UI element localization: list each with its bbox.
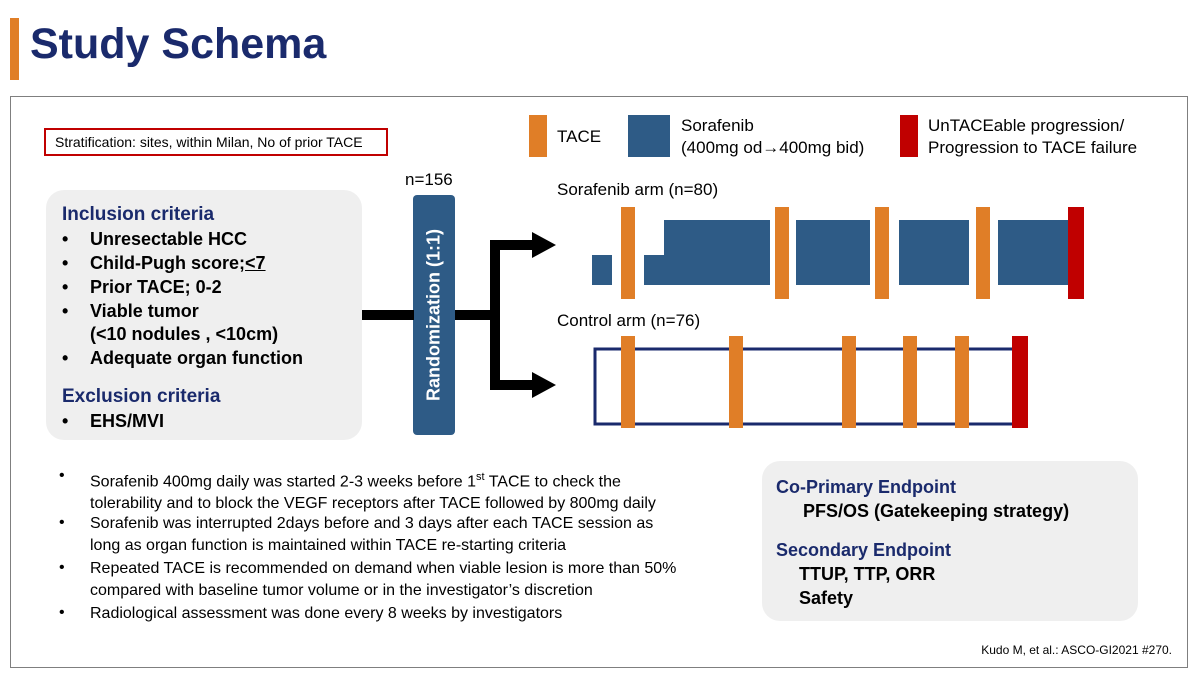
sorafenib-block — [592, 255, 612, 285]
inclusion-item: Adequate organ function — [90, 348, 303, 368]
note-text: Sorafenib was interrupted 2days before a… — [90, 515, 654, 532]
inclusion-item: Prior TACE; 0-2 — [90, 277, 222, 297]
fork-stem — [455, 310, 495, 320]
legend-tace-label: TACE — [557, 127, 602, 146]
primary-endpoint-value: PFS/OS (Gatekeeping strategy) — [803, 501, 1070, 521]
citation: Kudo M, et al.: ASCO-GI2021 #270. — [981, 643, 1172, 657]
tace-marker — [775, 207, 789, 299]
title-accent-bar — [10, 18, 19, 80]
progression-marker — [1068, 207, 1084, 299]
bullet: • — [62, 411, 69, 431]
primary-endpoint-heading: Co-Primary Endpoint — [776, 477, 957, 497]
criteria-box — [46, 190, 362, 440]
sorafenib-arm-label: Sorafenib arm (n=80) — [557, 180, 719, 199]
child-pugh-value: <7 — [245, 253, 266, 273]
arrow-head-upper — [532, 232, 556, 258]
note-text: Radiological assessment was done every 8… — [90, 605, 563, 622]
secondary-endpoint-value: TTUP, TTP, ORR — [799, 564, 936, 584]
secondary-endpoint-value: Safety — [799, 588, 854, 608]
tace-marker — [621, 207, 635, 299]
tace-marker — [955, 336, 969, 428]
fork-upper-line — [490, 240, 535, 250]
randomization-bar: Randomization (1:1) — [413, 195, 455, 435]
tace-marker — [903, 336, 917, 428]
stratification-box: Stratification: sites, within Milan, No … — [44, 128, 388, 156]
note-text: TACE to check the — [484, 473, 621, 491]
page-title: Study Schema — [30, 20, 327, 68]
bullet: • — [59, 559, 65, 576]
exclusion-heading: Exclusion criteria — [62, 386, 221, 407]
arrow-head-lower — [532, 372, 556, 398]
bullet: • — [59, 604, 65, 621]
child-pugh-label: Child-Pugh score; — [90, 253, 246, 273]
legend-progression-label: UnTACEable progression/Progression to TA… — [928, 115, 1137, 159]
bullet: • — [62, 301, 69, 321]
connector-line — [362, 310, 414, 320]
bullet: • — [62, 348, 69, 368]
note-superscript: st — [476, 471, 485, 483]
inclusion-item: Child-Pugh score;<7 — [90, 253, 266, 274]
sample-size-label: n=156 — [405, 170, 453, 189]
sorafenib-block — [644, 255, 664, 285]
legend-progression-swatch — [900, 115, 918, 157]
bullet: • — [62, 253, 69, 273]
fork-lower-line — [490, 380, 535, 390]
schema-frame — [10, 96, 1188, 668]
exclusion-item: EHS/MVI — [90, 411, 165, 431]
note-item: Sorafenib was interrupted 2days before a… — [90, 513, 770, 557]
bullet: • — [59, 467, 65, 484]
legend-tace-swatch — [529, 115, 547, 157]
note-text: long as organ function is maintained wit… — [90, 537, 567, 554]
note-item: Repeated TACE is recommended on demand w… — [90, 558, 770, 602]
legend-sorafenib-label: Sorafenib (400mg od→400mg bid) — [681, 115, 864, 159]
note-text: Sorafenib 400mg daily was started 2-3 we… — [90, 473, 476, 491]
tace-marker — [875, 207, 889, 299]
tace-marker — [842, 336, 856, 428]
note-text: tolerability and to block the VEGF recep… — [90, 495, 656, 513]
bullet: • — [62, 277, 69, 297]
sorafenib-block — [998, 220, 1068, 285]
sorafenib-block — [664, 220, 770, 285]
note-text: compared with baseline tumor volume or i… — [90, 582, 593, 599]
fork-vertical — [490, 240, 500, 390]
legend-sorafenib-dose: (400mg od→400mg bid) — [681, 138, 865, 157]
bullet: • — [59, 514, 65, 531]
note-text: Repeated TACE is recommended on demand w… — [90, 560, 677, 577]
legend-sorafenib-swatch — [628, 115, 670, 157]
secondary-endpoint-heading: Secondary Endpoint — [776, 540, 952, 560]
note-item: Radiological assessment was done every 8… — [90, 603, 770, 625]
sorafenib-block — [796, 220, 870, 285]
inclusion-item: Unresectable HCC — [90, 229, 248, 249]
note-item: Sorafenib 400mg daily was started 2-3 we… — [90, 466, 770, 515]
bullet: • — [62, 229, 69, 249]
legend-progression-line1: UnTACEable progression/ — [928, 116, 1125, 135]
tace-marker — [729, 336, 743, 428]
control-arm-label: Control arm (n=76) — [557, 311, 701, 330]
endpoints-box — [762, 461, 1138, 621]
viable-tumor-detail: (<10 nodules , <10cm) — [90, 324, 279, 344]
inclusion-item: Viable tumor — [90, 301, 199, 321]
legend-sorafenib-name: Sorafenib — [681, 116, 754, 135]
sorafenib-block — [899, 220, 969, 285]
progression-marker — [1012, 336, 1028, 428]
legend-progression-line2: Progression to TACE failure — [928, 138, 1138, 157]
tace-marker — [621, 336, 635, 428]
inclusion-heading: Inclusion criteria — [62, 204, 215, 225]
tace-marker — [976, 207, 990, 299]
